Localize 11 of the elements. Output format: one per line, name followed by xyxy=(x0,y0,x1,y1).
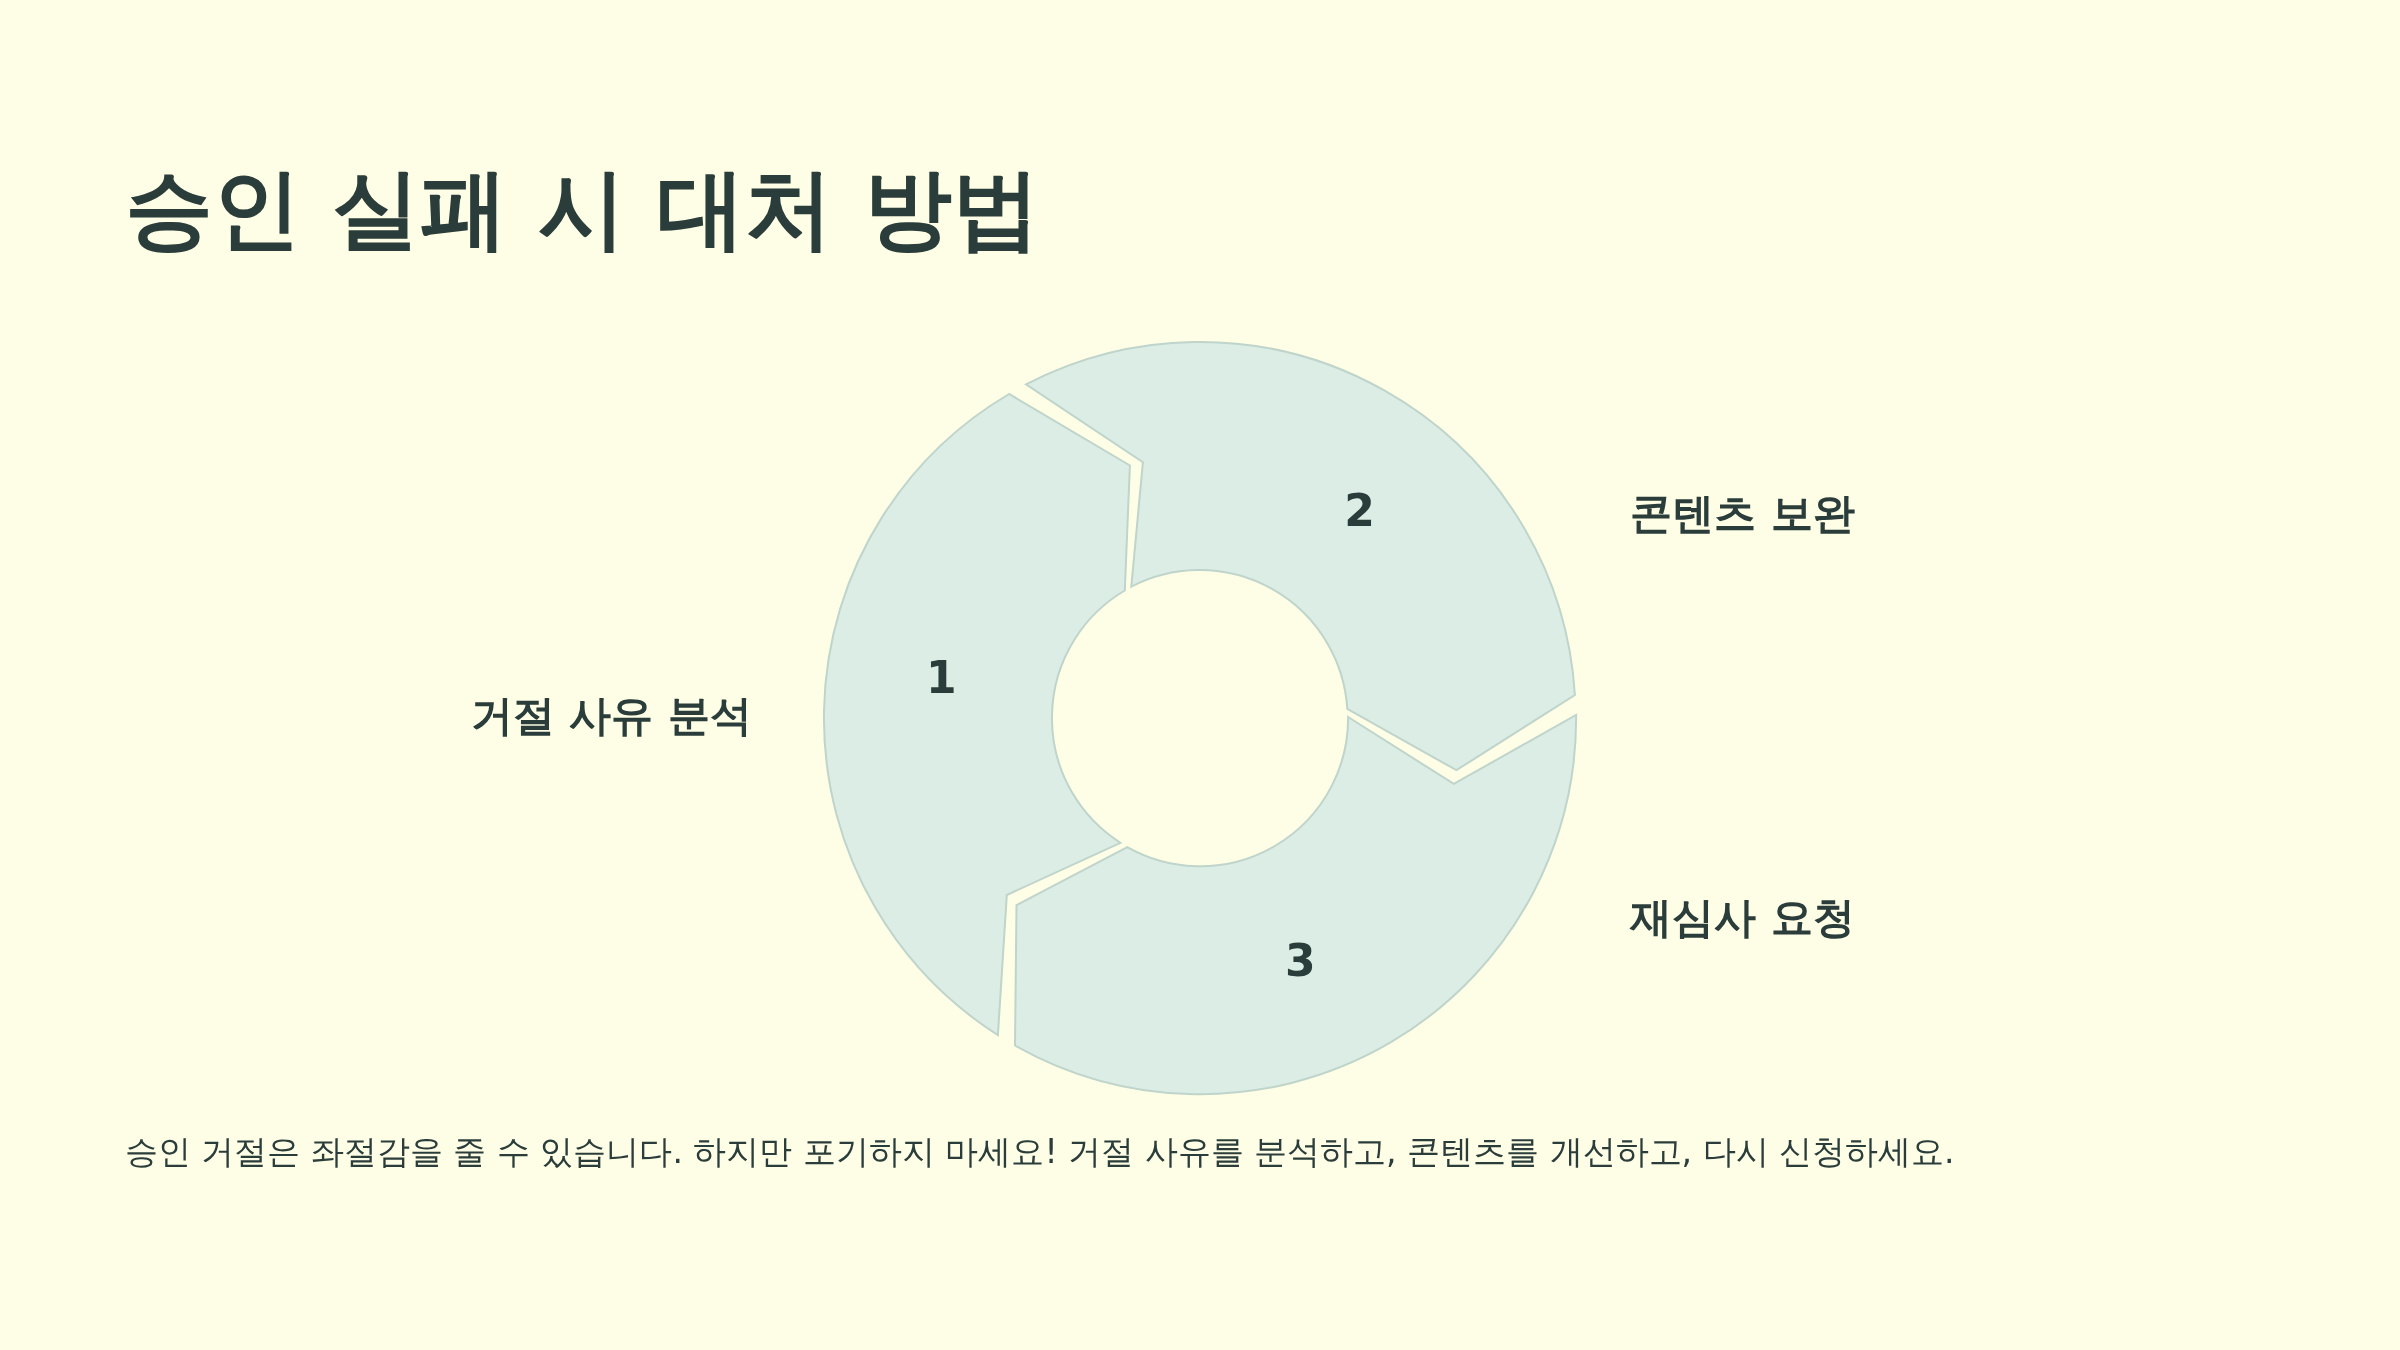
step-number: 1 xyxy=(925,651,957,703)
caption-text: 승인 거절은 좌절감을 줄 수 있습니다. 하지만 포기하지 마세요! 거절 사유를 분석하고, 콘텐츠를 개선하고, 다시 신청하세요. xyxy=(125,1131,1955,1173)
step-label: 거절 사유 분석 xyxy=(470,690,752,742)
step-label: 재심사 요청 xyxy=(1630,892,1855,944)
title: 승인 실패 시 대처 방법 xyxy=(125,156,1040,262)
step-label: 콘텐츠 보완 xyxy=(1630,488,1855,540)
cycle-segment xyxy=(1026,342,1576,771)
cycle-segment xyxy=(824,394,1130,1036)
cycle-segment xyxy=(1014,714,1576,1094)
step-number: 3 xyxy=(1284,934,1316,986)
step-number: 2 xyxy=(1344,484,1375,536)
